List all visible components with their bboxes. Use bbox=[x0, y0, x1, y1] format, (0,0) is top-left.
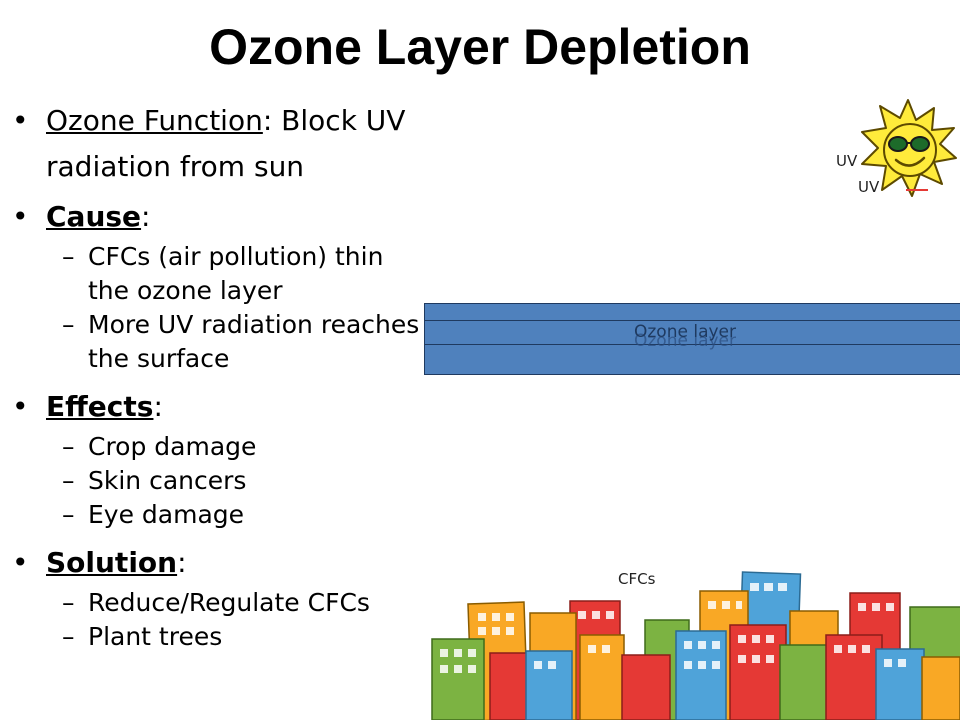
bullet-text: : bbox=[153, 390, 163, 423]
sub-item: –Reduce/Regulate CFCs bbox=[10, 586, 430, 620]
sub-item: –Crop damage bbox=[10, 430, 430, 464]
sub-item: –Eye damage bbox=[10, 498, 430, 532]
sub-item: –CFCs (air pollution) thin the ozone lay… bbox=[10, 240, 430, 308]
bullet-effects: • Effects: bbox=[10, 384, 430, 430]
ozone-layer-band bbox=[424, 303, 960, 375]
sub-text: Crop damage bbox=[88, 432, 257, 461]
sub-dash: – bbox=[62, 466, 75, 495]
bullet-dot: • bbox=[12, 546, 29, 579]
bullet-heading: Cause bbox=[46, 200, 142, 233]
ozone-band-line bbox=[425, 320, 960, 321]
ozone-layer-label-shadow: Ozone layer bbox=[634, 331, 736, 351]
sub-text: Eye damage bbox=[88, 500, 245, 529]
bullet-text: : Block UV radiation from sun bbox=[46, 104, 406, 183]
bullet-text: : bbox=[177, 546, 187, 579]
bullet-dot: • bbox=[12, 390, 29, 423]
bullet-dot: • bbox=[12, 200, 29, 233]
sub-text: Skin cancers bbox=[88, 466, 247, 495]
bullet-heading: Effects bbox=[46, 390, 154, 423]
bullet-heading: Solution bbox=[46, 546, 178, 579]
bullet-solution: • Solution: bbox=[10, 540, 430, 586]
ozone-band-line bbox=[425, 344, 960, 345]
sub-item: –Plant trees bbox=[10, 620, 430, 654]
sub-dash: – bbox=[62, 588, 75, 617]
ozone-layer-label: Ozone layer bbox=[634, 322, 736, 342]
uv-label: UV bbox=[858, 178, 880, 196]
sub-dash: – bbox=[62, 432, 75, 461]
sub-dash: – bbox=[62, 500, 75, 529]
sub-item: –Skin cancers bbox=[10, 464, 430, 498]
bullet-cause: • Cause: bbox=[10, 194, 430, 240]
sub-dash: – bbox=[62, 242, 75, 271]
sun-with-sunglasses-icon bbox=[861, 99, 957, 197]
bullet-dot: • bbox=[12, 104, 29, 137]
bullet-heading: Ozone Function bbox=[46, 104, 263, 137]
sub-text: More UV radiation reaches the surface bbox=[88, 310, 420, 373]
sub-item: –More UV radiation reaches the surface bbox=[10, 308, 430, 376]
cfc-label: CFCs bbox=[618, 570, 656, 588]
sub-text: Reduce/Regulate CFCs bbox=[88, 588, 370, 617]
city-buildings-illustration bbox=[431, 571, 960, 720]
bullet-text: : bbox=[141, 200, 151, 233]
slide-title: Ozone Layer Depletion bbox=[209, 19, 751, 75]
sub-text: Plant trees bbox=[88, 622, 223, 651]
sub-text: CFCs (air pollution) thin the ozone laye… bbox=[88, 242, 384, 305]
uv-label: UV bbox=[836, 152, 858, 170]
sub-dash: – bbox=[62, 622, 75, 651]
bullet-list: • Ozone Function: Block UV radiation fro… bbox=[10, 98, 430, 654]
sub-dash: – bbox=[62, 310, 75, 339]
bullet-ozone-function: • Ozone Function: Block UV radiation fro… bbox=[10, 98, 416, 190]
